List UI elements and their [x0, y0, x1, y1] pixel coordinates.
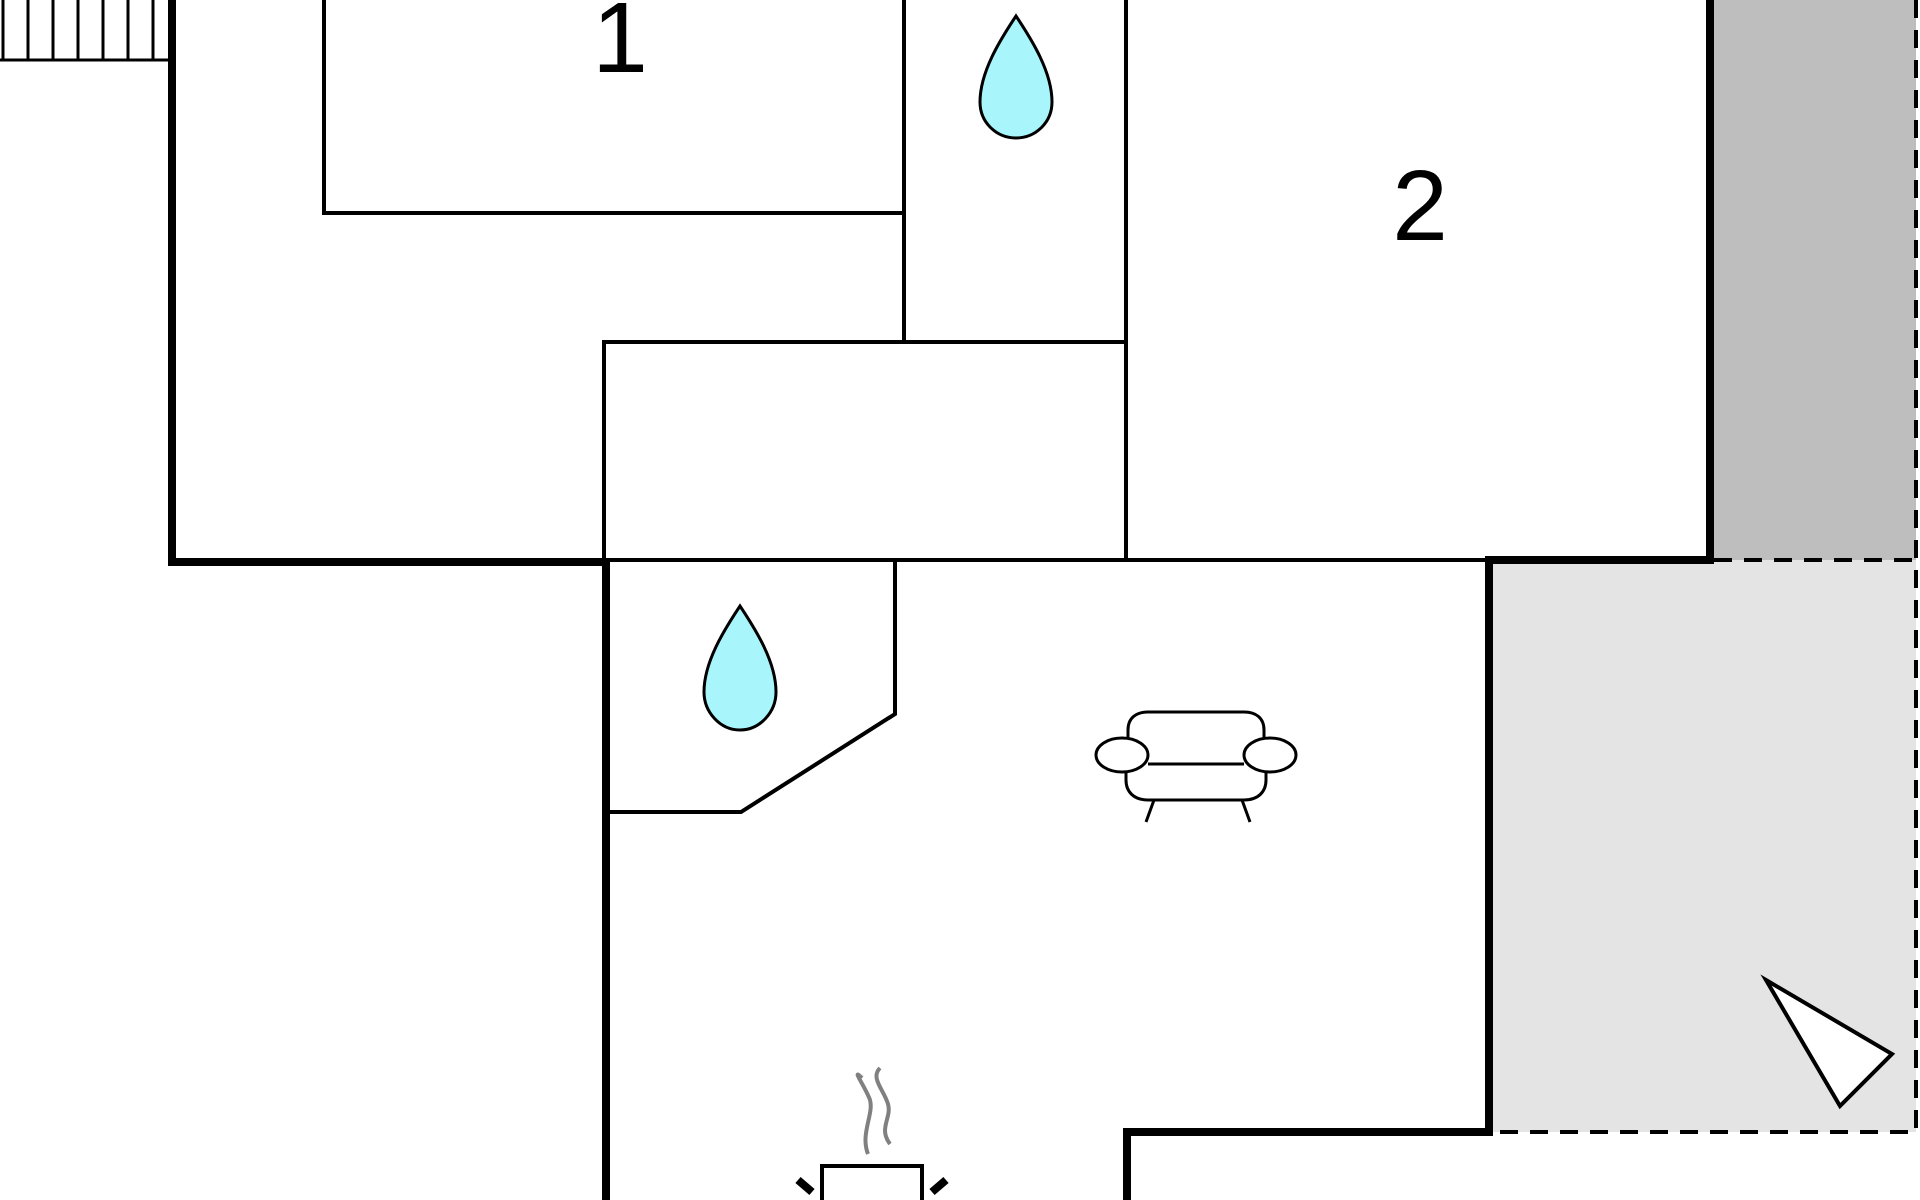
covered-terrace-area — [1714, 0, 1916, 560]
terrace-dashed-border — [1489, 0, 1918, 1134]
stairs-icon — [0, 0, 170, 62]
compass-north-arrow-icon — [1760, 974, 1896, 1110]
water-drop-icon — [702, 603, 778, 732]
room-1-label: 1 — [592, 0, 648, 94]
sofa-icon — [1094, 710, 1298, 823]
water-drop-icon — [978, 13, 1054, 140]
room-2-label: 2 — [1392, 150, 1448, 262]
fireplace-icon — [795, 1066, 949, 1200]
exterior-walls — [168, 0, 1714, 1200]
interior-walls — [322, 0, 1489, 814]
